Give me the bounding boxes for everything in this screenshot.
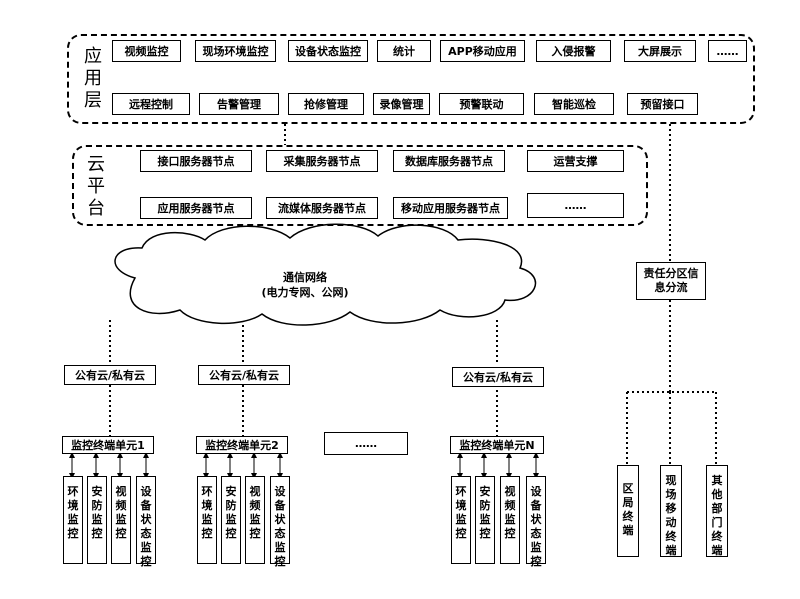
unit1-environment-monitoring: 环境监控 — [63, 476, 83, 564]
app-big-screen-display: 大屏展示 — [624, 40, 696, 62]
app-more-row1: …… — [708, 40, 747, 62]
other-department-terminal: 其他部门终端 — [706, 465, 728, 557]
app-equipment-status-monitoring: 设备状态监控 — [288, 40, 368, 62]
district-bureau-terminal: 区局终端 — [617, 465, 639, 557]
unit2-environment-monitoring: 环境监控 — [197, 476, 217, 564]
terminal-unit-1: 监控终端单元1 — [62, 436, 154, 454]
app-warning-linkage: 预警联动 — [439, 93, 524, 115]
cloud-platform-label: 云平台 — [87, 154, 105, 219]
app-remote-control: 远程控制 — [112, 93, 190, 115]
app-statistics: 统计 — [377, 40, 431, 62]
unit1-security-monitoring: 安防监控 — [87, 476, 107, 564]
node-mobile-application-server: 移动应用服务器节点 — [393, 197, 508, 219]
unit1-video-monitoring: 视频监控 — [111, 476, 131, 564]
unit1-equipment-status-monitoring: 设备状态监控 — [136, 476, 156, 568]
node-collection-server: 采集服务器节点 — [266, 150, 378, 172]
unitn-video-monitoring: 视频监控 — [500, 476, 520, 564]
cloud-node-n: 公有云/私有云 — [452, 367, 544, 387]
unit2-video-monitoring: 视频监控 — [245, 476, 265, 564]
unit2-security-monitoring: 安防监控 — [221, 476, 241, 564]
cloud-node-2: 公有云/私有云 — [198, 365, 290, 385]
cloud-platform-layer — [72, 145, 648, 226]
responsibility-distribution: 责任分区信息分流 — [636, 262, 706, 300]
app-mobile-app: APP移动应用 — [440, 40, 525, 62]
application-layer — [67, 34, 755, 124]
unitn-security-monitoring: 安防监控 — [475, 476, 495, 564]
application-layer-label: 应用层 — [84, 46, 102, 111]
node-database-server: 数据库服务器节点 — [393, 150, 505, 172]
unit2-equipment-status-monitoring: 设备状态监控 — [270, 476, 290, 568]
app-alarm-management: 告警管理 — [199, 93, 279, 115]
app-recording-management: 录像管理 — [373, 93, 430, 115]
network-title: 通信网络 — [283, 271, 327, 284]
unitn-equipment-status-monitoring: 设备状态监控 — [526, 476, 546, 568]
cloud-node-1: 公有云/私有云 — [64, 365, 156, 385]
unitn-environment-monitoring: 环境监控 — [451, 476, 471, 564]
app-intrusion-alarm: 入侵报警 — [536, 40, 611, 62]
node-interface-server: 接口服务器节点 — [140, 150, 252, 172]
node-more: …… — [527, 193, 624, 218]
field-mobile-terminal: 现场移动终端 — [660, 465, 682, 557]
app-site-environment-monitoring: 现场环境监控 — [195, 40, 276, 62]
app-reserved-interface: 预留接口 — [627, 93, 698, 115]
terminal-unit-2: 监控终端单元2 — [196, 436, 288, 454]
node-operation-support: 运营支撑 — [527, 150, 624, 172]
node-application-server: 应用服务器节点 — [140, 197, 252, 219]
app-video-monitoring: 视频监控 — [112, 40, 181, 62]
app-intelligent-inspection: 智能巡检 — [534, 93, 614, 115]
node-streaming-media-server: 流媒体服务器节点 — [266, 197, 378, 219]
network-subtitle: (电力专网、公网) — [261, 286, 349, 299]
network-cloud-shape — [114, 223, 537, 326]
terminal-unit-more: …… — [324, 432, 408, 455]
app-repair-management: 抢修管理 — [288, 93, 364, 115]
terminal-unit-n: 监控终端单元N — [450, 436, 544, 454]
